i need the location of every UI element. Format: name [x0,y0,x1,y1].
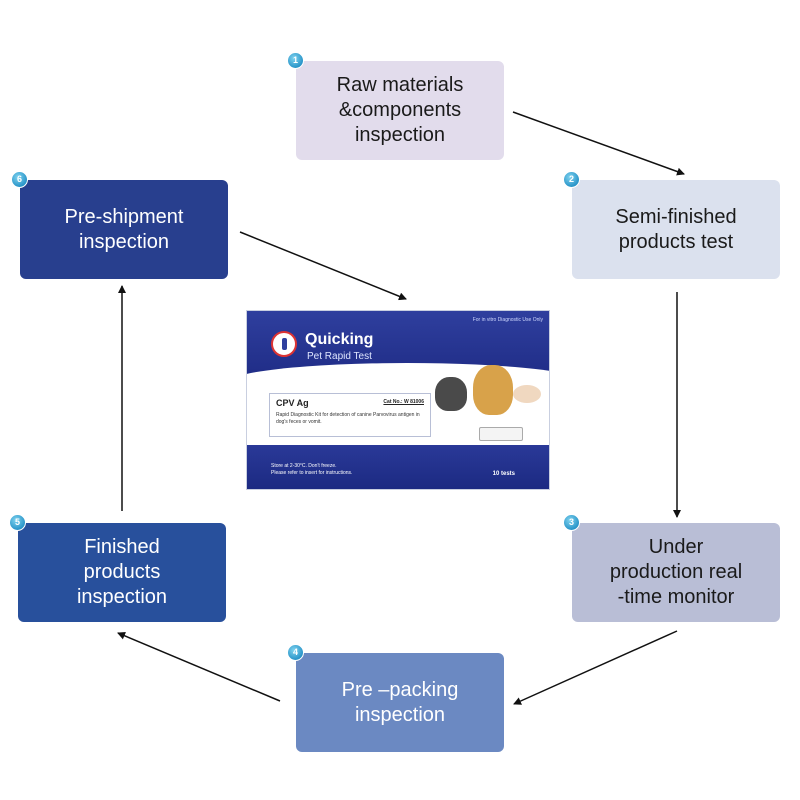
product-description: Rapid Diagnostic Kit for detection of ca… [276,412,420,425]
arrow-4-to-5 [117,632,281,702]
step-number-badge: 5 [9,514,26,531]
step-pre-shipment-inspection: 6 Pre-shipment inspection [11,171,228,279]
step-label: Pre-shipment inspection [64,205,184,253]
side-text: For in vitro Diagnostic Use Only [472,317,543,323]
step-label: Under production real -time monitor [609,536,743,608]
step-number-badge: 1 [287,52,304,69]
brand-logo-icon [271,331,297,357]
step-label: Raw materials &components inspection [336,74,464,146]
brand-name: Quicking [305,331,374,348]
arrow-1-to-2 [512,111,685,176]
step-number-badge: 3 [563,514,580,531]
step-production-monitor: 3 Under production real -time monitor [563,514,780,622]
step-label: Pre –packing inspection [341,678,459,726]
hand-icon [513,385,541,403]
arrow-3-to-4 [513,630,678,705]
product-box-image: Quicking Pet Rapid Test For in vitro Dia… [246,310,550,490]
step-number-badge: 4 [287,644,304,661]
dog-photo-icon [473,365,513,415]
step-label: Semi-finished products test [615,205,737,253]
brand-subtitle: Pet Rapid Test [307,351,372,362]
step-pre-packing-inspection: 4 Pre –packing inspection [287,644,504,752]
catalog-number: Cat No.: W 81006 [383,399,424,405]
arrow-6-to-center [239,231,407,301]
step-number-badge: 6 [11,171,28,188]
box-bottom-band [247,445,549,489]
step-number-badge: 2 [563,171,580,188]
product-code: CPV Ag [276,398,309,408]
step-label: Finished products inspection [76,536,168,608]
step-semi-finished-products-test: 2 Semi-finished products test [563,171,780,279]
storage-instructions: Store at 2-30°C. Don't freeze. Please re… [271,463,353,476]
step-raw-materials-inspection: 1 Raw materials &components inspection [287,52,504,160]
test-cassette-icon [479,427,523,441]
test-count: 10 tests [492,471,515,477]
cat-photo-icon [435,377,467,411]
product-label: CPV Ag Cat No.: W 81006 Rapid Diagnostic… [269,393,431,437]
step-finished-products-inspection: 5 Finished products inspection [9,514,226,622]
